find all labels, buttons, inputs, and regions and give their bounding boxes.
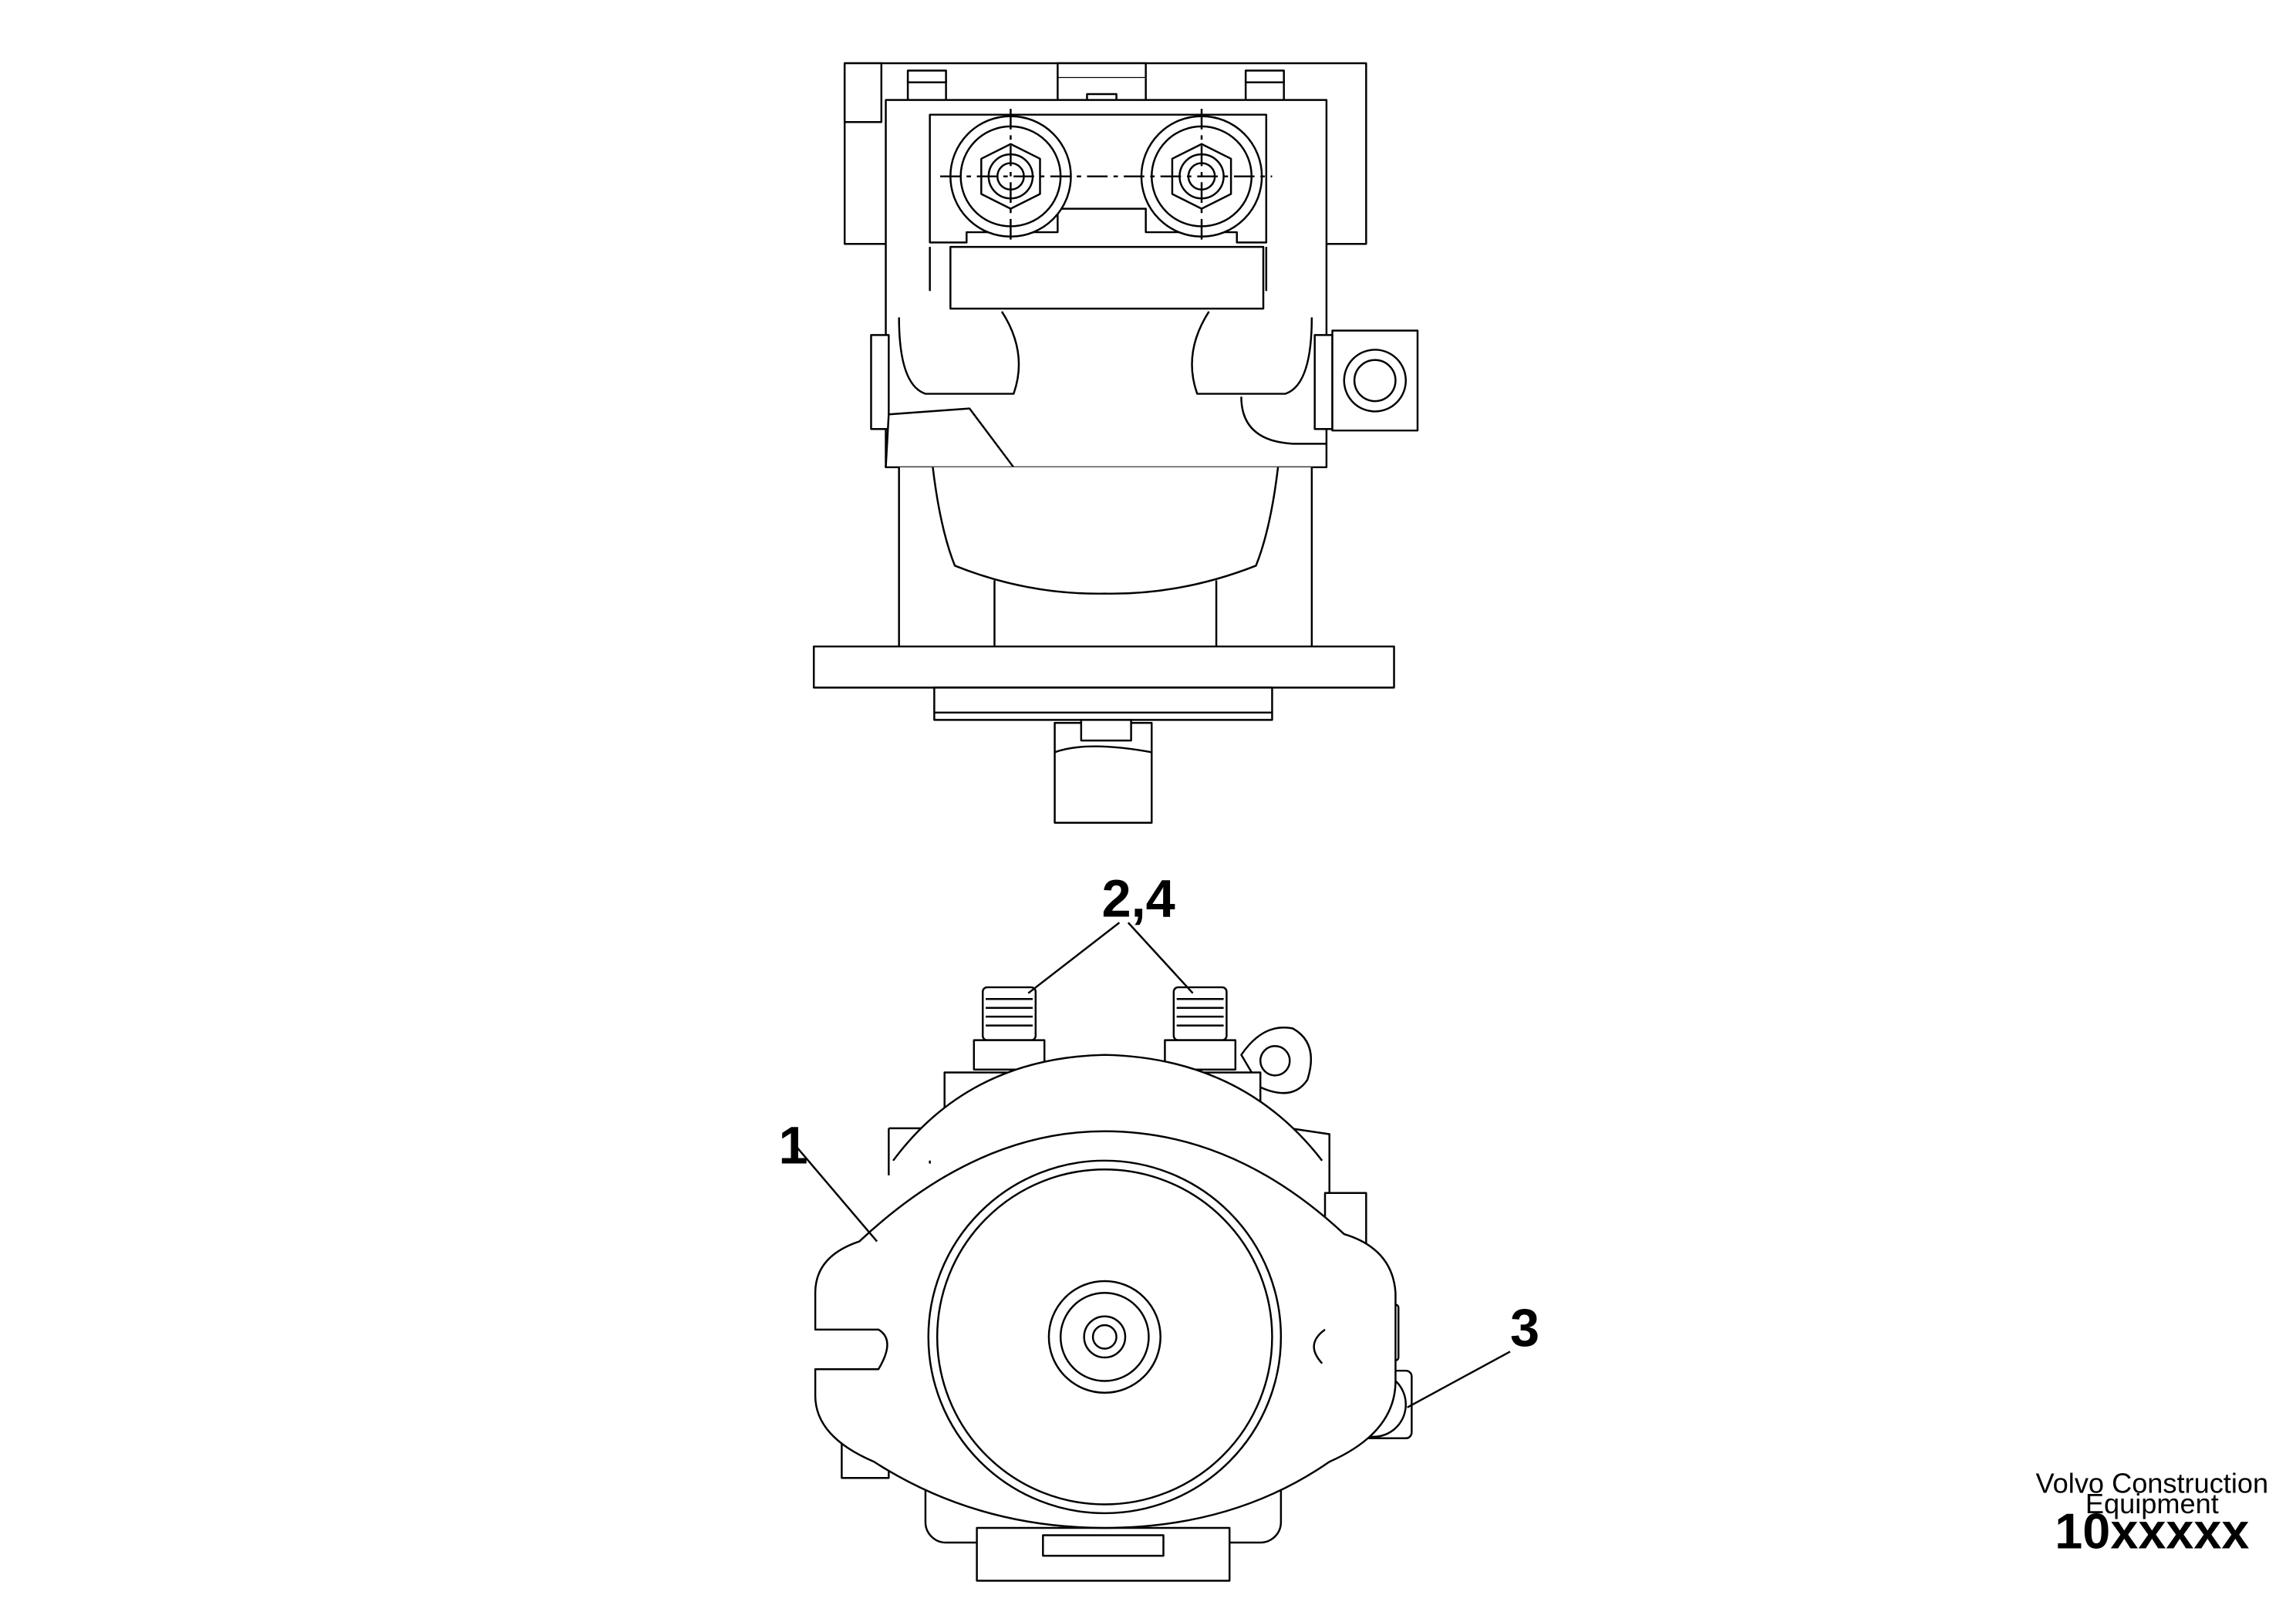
callout-3-label: 3 [1510, 1298, 1539, 1357]
motor-side-view [812, 62, 1419, 824]
motor-end-view [814, 986, 1413, 1582]
callout-1-label: 1 [778, 1116, 807, 1175]
company-name-line1: Volvo Construction [2036, 1467, 2269, 1499]
drawing-number: 10xxxxx [2055, 1503, 2249, 1560]
callout-leaders [792, 922, 1511, 1408]
company-name-line2: Equipment [2085, 1488, 2219, 1519]
callout-2-4-label: 2,4 [1102, 869, 1175, 929]
